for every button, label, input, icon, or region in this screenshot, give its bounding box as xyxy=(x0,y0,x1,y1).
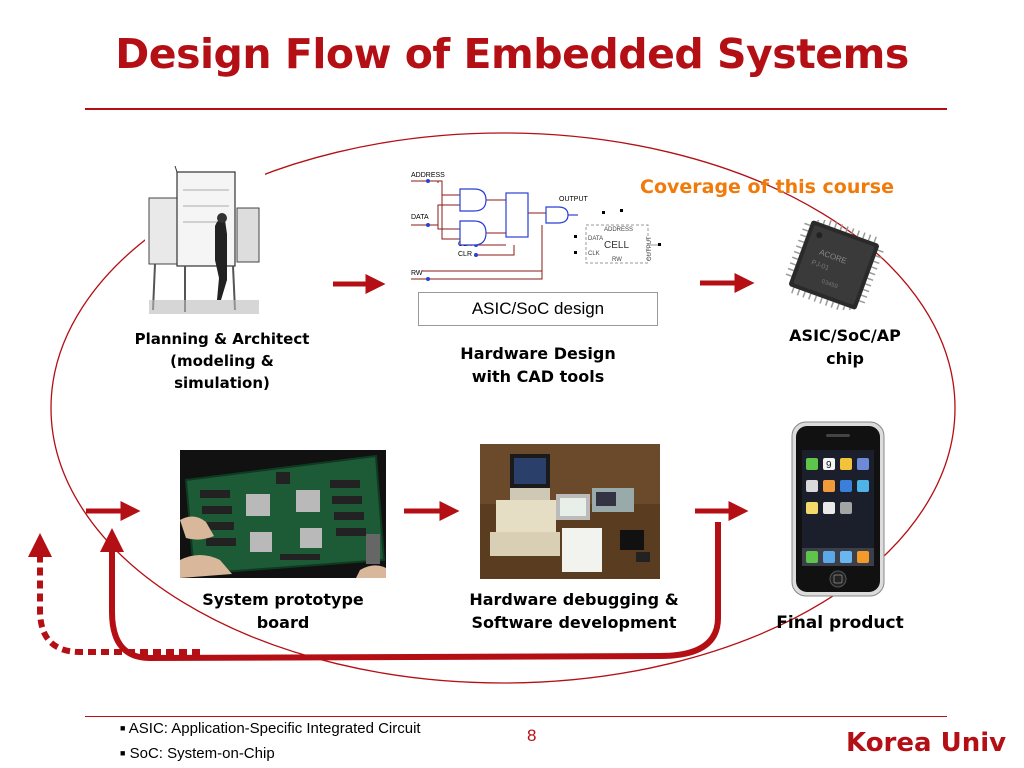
asic-chip-illustration: ACORE PJ-01 03459 xyxy=(785,220,884,310)
prototype-board-photo xyxy=(180,450,386,578)
architect-drafting-illustration xyxy=(145,160,265,320)
dashed-feedback-arrow xyxy=(28,533,200,655)
debugging-label: Hardware debugging & Software developmen… xyxy=(440,588,708,634)
footer-notes: ■ ASIC: Application-Specific Integrated … xyxy=(120,716,421,766)
chip-label: ASIC/SoC/AP chip xyxy=(760,324,930,370)
schematic-clr-label: CLR xyxy=(458,251,472,258)
prototype-line1: System prototype xyxy=(202,590,364,609)
phone-calendar-date: 9 xyxy=(826,460,832,471)
slide-title: Design Flow of Embedded Systems xyxy=(115,30,909,78)
chip-line1: ASIC/SoC/AP xyxy=(789,326,901,345)
planning-line2: (modeling & xyxy=(170,352,274,370)
chip-line2: chip xyxy=(826,349,864,368)
footer-note-asic: ■ ASIC: Application-Specific Integrated … xyxy=(120,720,421,737)
debugging-line2: Software development xyxy=(471,613,677,632)
hardware-design-line2: with CAD tools xyxy=(471,367,605,386)
footer-note-soc: ■ SoC: System-on-Chip xyxy=(120,745,275,762)
prototype-label: System prototype board xyxy=(170,588,396,634)
title-divider xyxy=(85,108,947,110)
svg-text:03459: 03459 xyxy=(820,279,838,291)
cell-address-label: ADDRESS xyxy=(604,227,633,233)
planning-label: Planning & Architect (modeling & simulat… xyxy=(112,328,332,394)
schematic-output-label: OUTPUT xyxy=(559,196,589,203)
debugging-line1: Hardware debugging & xyxy=(469,590,679,609)
final-product-label: Final product xyxy=(760,612,920,634)
cell-rw-label: RW xyxy=(612,257,622,263)
asic-soc-design-box: ASIC/SoC design xyxy=(418,292,658,326)
debugging-workbench-photo xyxy=(480,444,660,579)
hardware-design-label: Hardware Design with CAD tools xyxy=(420,342,656,388)
feedback-loop-arrow xyxy=(100,522,721,662)
schematic-data-label: DATA xyxy=(411,214,429,221)
coverage-label: Coverage of this course xyxy=(640,176,894,198)
hardware-design-line1: Hardware Design xyxy=(460,344,616,363)
prototype-line2: board xyxy=(256,613,310,632)
schematic-rw-label: RW xyxy=(411,270,423,277)
planning-line3: simulation) xyxy=(174,374,270,392)
cell-label: CELL xyxy=(604,240,629,251)
final-line1: Final product xyxy=(776,613,904,633)
footer-divider xyxy=(85,716,947,717)
planning-line1: Planning & Architect xyxy=(134,330,310,348)
cell-data-label: DATA xyxy=(588,236,603,242)
smartphone-illustration: 9 xyxy=(791,421,885,597)
brand-logo-text: Korea Univ xyxy=(846,728,1007,758)
cell-output-label: OUTPUT xyxy=(647,236,653,261)
page-number: 8 xyxy=(527,726,537,745)
cell-clk-label: CLK xyxy=(588,251,600,257)
schematic-address-label: ADDRESS xyxy=(411,172,445,179)
coverage-ellipse xyxy=(50,132,956,684)
logic-schematic: ADDRESS DATA RW CLK CLR OUTPUT FJKC CELL… xyxy=(411,172,661,281)
